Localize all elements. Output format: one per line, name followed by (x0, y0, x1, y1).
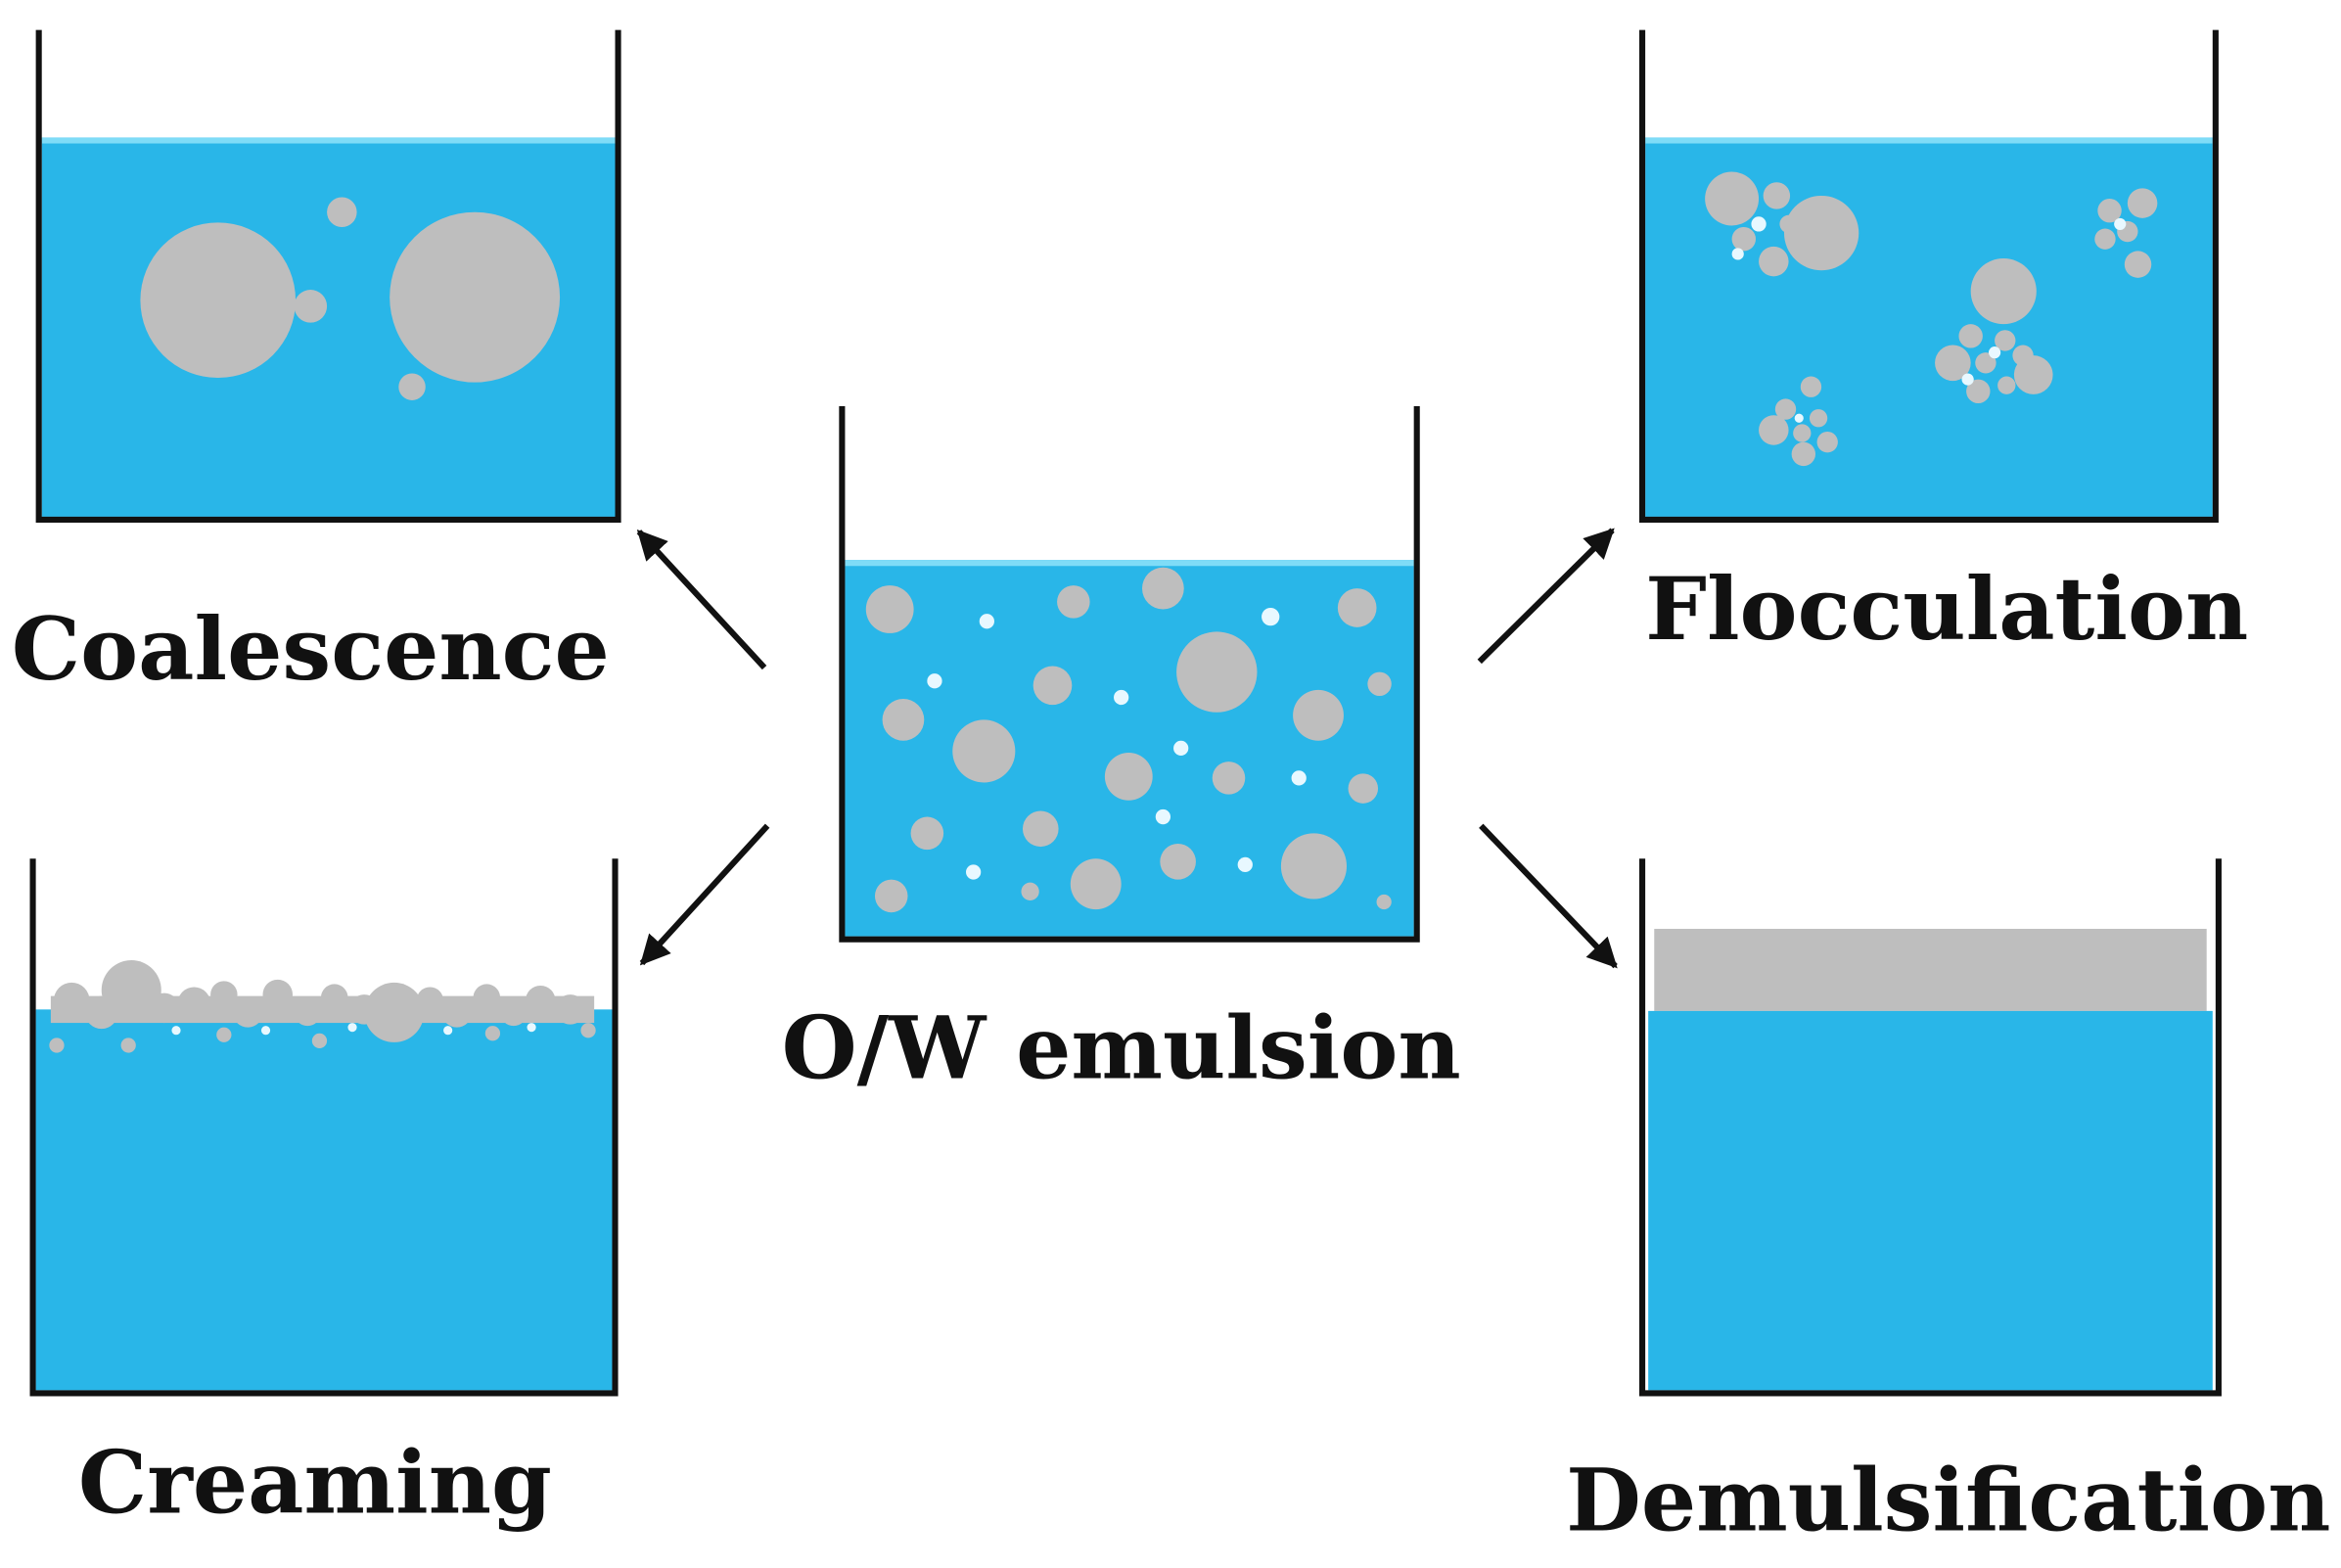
small-droplet-gaps (171, 1023, 536, 1036)
oil-droplets (140, 197, 561, 400)
water-surface-highlight (1645, 137, 2213, 144)
label-ow-emulsion: O/W emulsion (782, 997, 1461, 1099)
water-surface-highlight (41, 137, 616, 144)
arrow-to-creaming (639, 823, 770, 966)
cream-layer-droplets (49, 960, 596, 1053)
oil-layer (1654, 928, 2207, 1011)
water-fill (1648, 1010, 2213, 1391)
water-surface-highlight (845, 560, 1414, 567)
label-flocculation: Flocculation (1645, 558, 2248, 660)
floc-cluster-3 (1935, 258, 2053, 403)
label-coalescence: Coalescence (12, 598, 610, 700)
label-demulsification: Demulsification (1566, 1450, 2330, 1551)
arrow-to-demulsification (1479, 823, 1618, 969)
floc-cluster-2 (2094, 188, 2158, 278)
ow-emulsion-panel: O/W emulsion (782, 406, 1461, 1099)
arrow-to-coalescence (636, 529, 767, 670)
label-creaming: Creaming (78, 1431, 552, 1533)
container (1639, 858, 2222, 1397)
creaming-panel: Creaming (29, 858, 619, 1533)
transition-arrows (636, 528, 1618, 969)
oil-droplets (865, 567, 1392, 913)
demulsification-panel: Demulsification (1566, 858, 2330, 1551)
flocculation-panel: Flocculation (1639, 29, 2248, 660)
container (1639, 29, 2219, 524)
floc-cluster-4 (1759, 376, 1838, 467)
container (35, 29, 621, 524)
container (839, 406, 1420, 943)
arrow-to-flocculation (1477, 528, 1615, 665)
floc-cluster-1 (1705, 171, 1859, 277)
container (29, 858, 619, 1397)
water-fill (35, 1009, 613, 1391)
coalescence-panel: Coalescence (12, 29, 621, 700)
